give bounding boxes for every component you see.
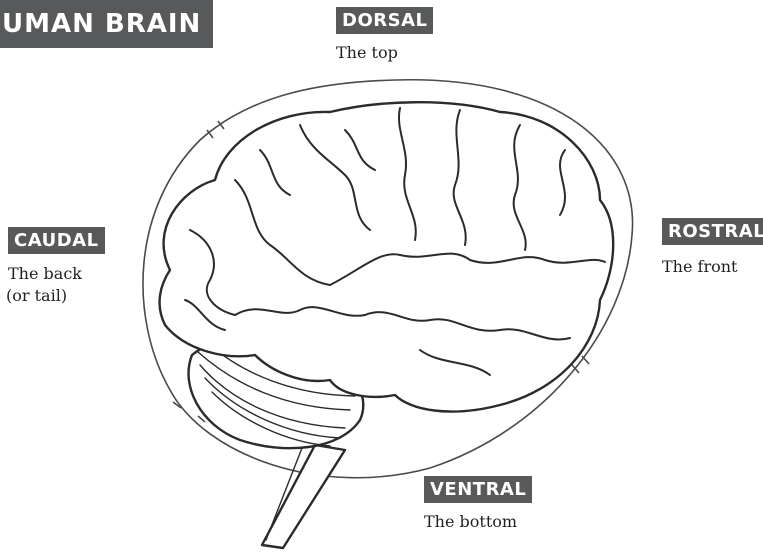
page-title: UMAN BRAIN <box>0 0 213 48</box>
caudal-description-line-1: The back <box>8 263 82 285</box>
dorsal-description: The top <box>336 42 398 64</box>
brain-stem <box>262 445 345 548</box>
caudal-description-line-2: (or tail) <box>6 285 67 307</box>
rostral-label: ROSTRAL <box>662 218 763 245</box>
ventral-description: The bottom <box>424 511 517 533</box>
caudal-label: CAUDAL <box>8 227 105 254</box>
ventral-label: VENTRAL <box>424 476 532 503</box>
rostral-description: The front <box>662 256 737 278</box>
dorsal-label: DORSAL <box>336 7 433 34</box>
brain-icon <box>160 102 614 548</box>
